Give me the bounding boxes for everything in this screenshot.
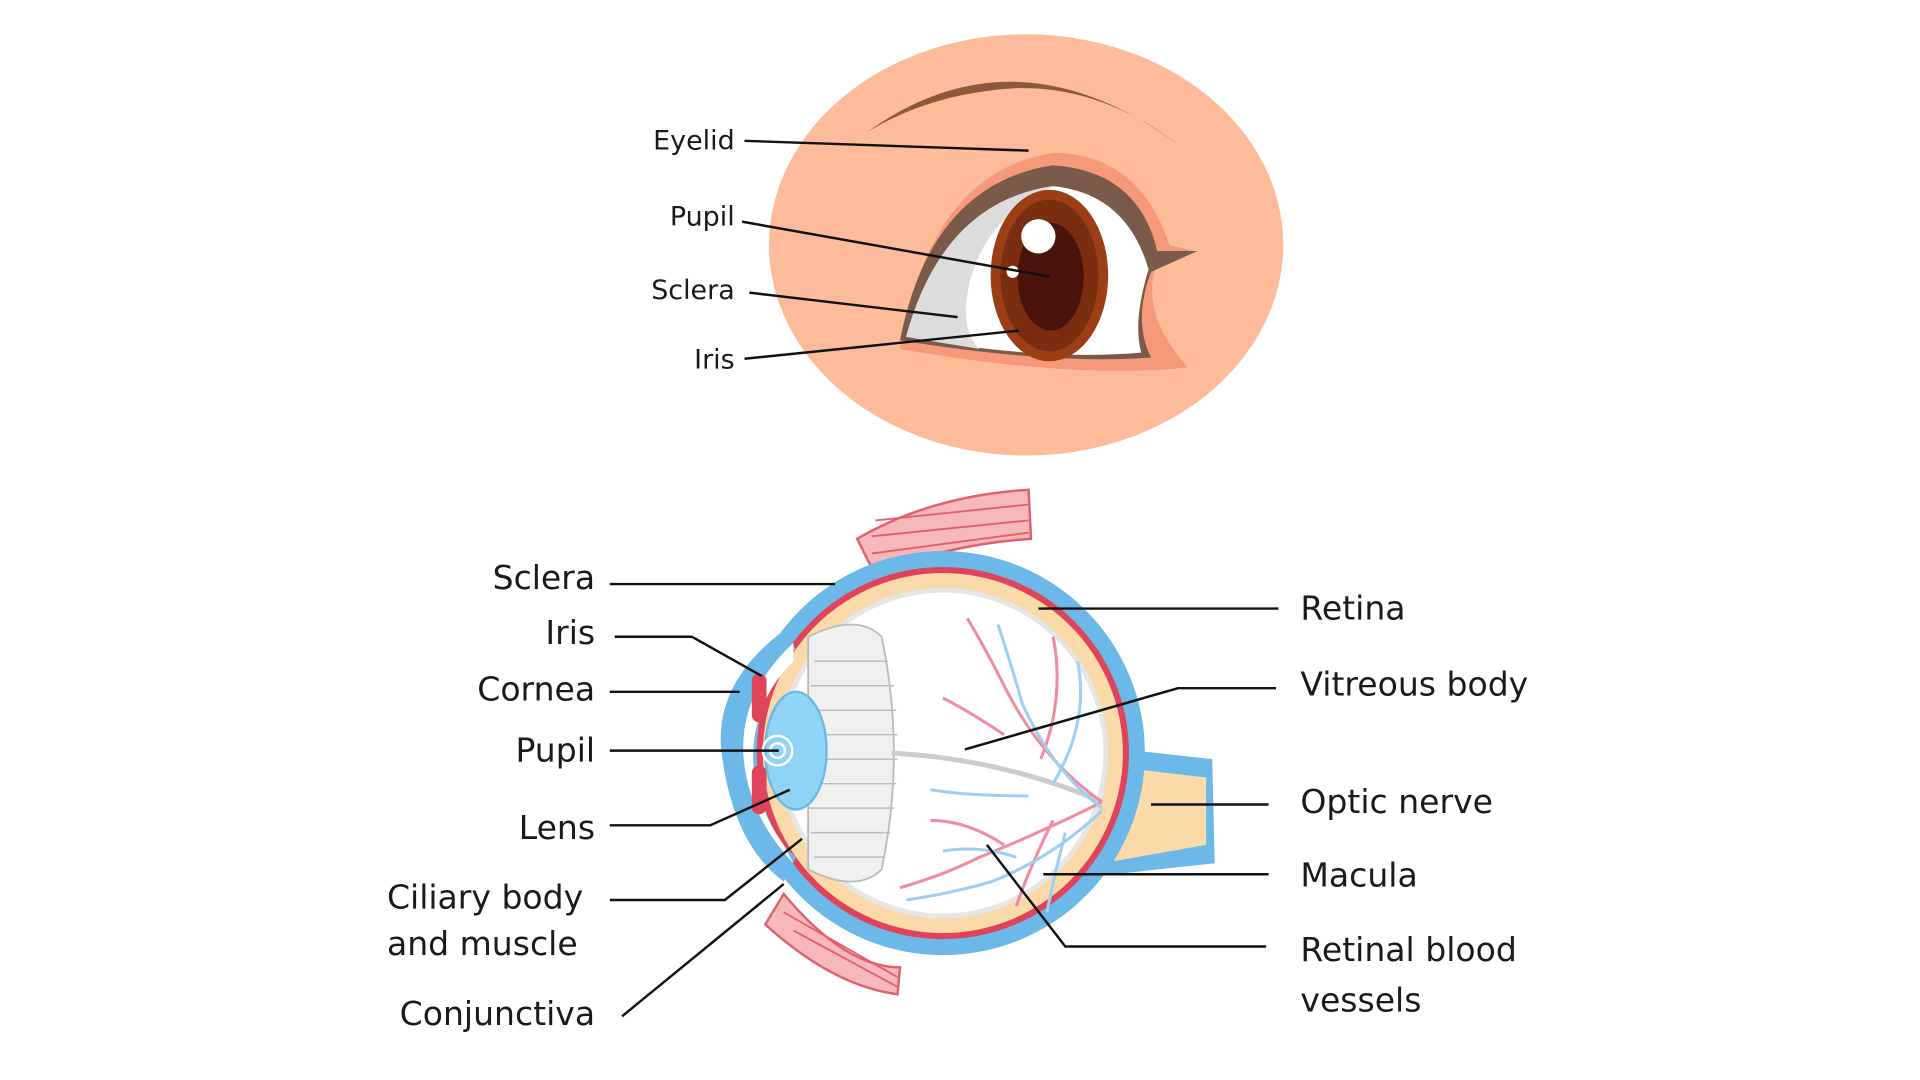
label-retinal-blood: Retinal blood	[1300, 930, 1516, 969]
label-cornea: Cornea	[477, 669, 595, 708]
label-eyelid: Eyelid	[653, 125, 735, 156]
label-pupil: Pupil	[670, 201, 735, 232]
label-lens: Lens	[519, 808, 595, 847]
label-macula: Macula	[1300, 856, 1417, 895]
cross-section-labels: Sclera Iris Cornea Pupil Lens Ciliary bo…	[387, 558, 1528, 1033]
eyebrow	[866, 81, 1182, 147]
external-eye-illustration	[768, 34, 1284, 456]
label-ciliary-muscle: and muscle	[387, 924, 578, 963]
label-conjunctiva: Conjunctiva	[400, 994, 595, 1033]
label-retina: Retina	[1300, 589, 1405, 628]
label-iris: Iris	[545, 613, 595, 652]
iris	[751, 673, 767, 723]
label-pupil: Pupil	[515, 731, 595, 770]
label-optic-nerve: Optic nerve	[1300, 782, 1493, 821]
cornea	[720, 630, 796, 882]
external-eye-labels: Eyelid Pupil Sclera Iris	[651, 125, 1051, 376]
label-sclera: Sclera	[493, 558, 596, 597]
label-vessels: vessels	[1300, 980, 1421, 1019]
eye-cross-section	[720, 488, 1215, 996]
label-vitreous-body: Vitreous body	[1300, 665, 1528, 704]
label-sclera: Sclera	[651, 275, 734, 306]
label-iris: Iris	[694, 345, 735, 376]
label-ciliary-body: Ciliary body	[387, 878, 583, 917]
